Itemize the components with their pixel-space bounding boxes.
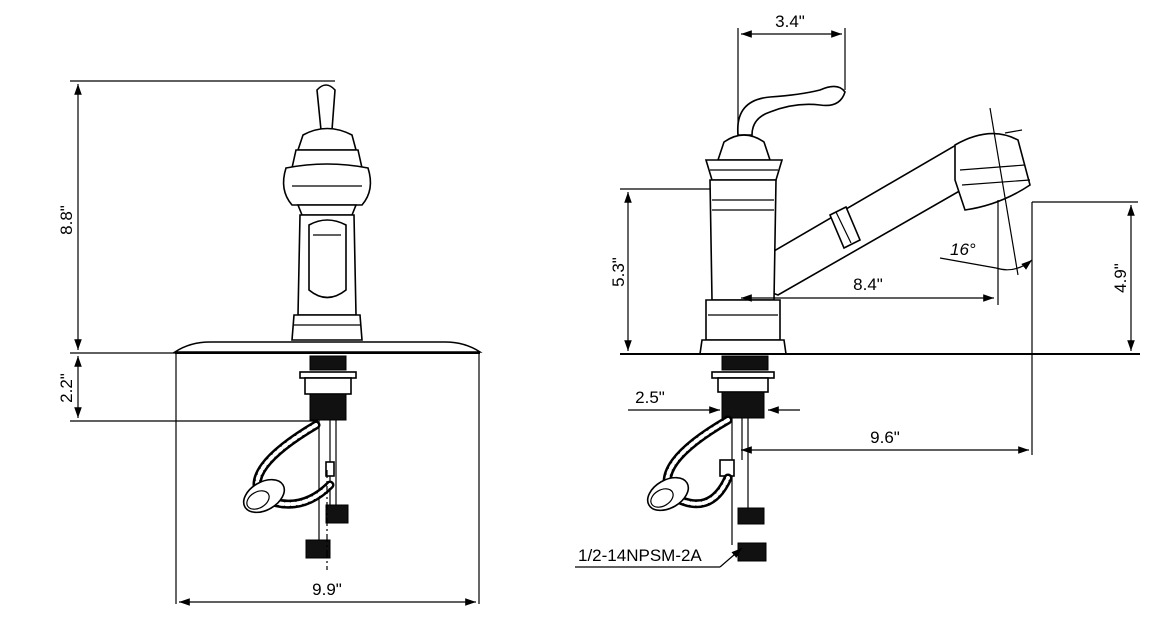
side-hose-reach-label: 9.6" (870, 428, 900, 447)
front-height-label: 8.8" (57, 205, 76, 235)
side-under-deck (646, 355, 775, 562)
front-under-deck (175, 354, 480, 604)
side-view: 3.4" 5.3" 8.4" 16° 4.9" 2.5" (575, 12, 1140, 568)
side-spout-reach-label: 8.4" (853, 275, 883, 294)
side-dimensions: 3.4" 5.3" 8.4" 16° 4.9" 2.5" (575, 12, 1138, 568)
front-below-deck-label: 2.2" (57, 373, 76, 403)
side-faucet-body (620, 85, 1140, 355)
side-handle-reach-label: 3.4" (775, 12, 805, 31)
front-dimensions: 8.8" 2.2" 9.9" (57, 80, 476, 606)
side-spray-angle-label: 16° (950, 240, 976, 259)
front-view: 8.8" 2.2" 9.9" (57, 80, 483, 606)
side-body-height-label: 5.3" (609, 257, 628, 287)
side-thread-label: 1/2-14NPSM-2A (578, 546, 702, 565)
front-plate-width-label: 9.9" (312, 580, 342, 599)
front-faucet-body (172, 84, 483, 354)
side-shank-label: 2.5" (635, 388, 665, 407)
side-spout-height-label: 4.9" (1111, 263, 1130, 293)
